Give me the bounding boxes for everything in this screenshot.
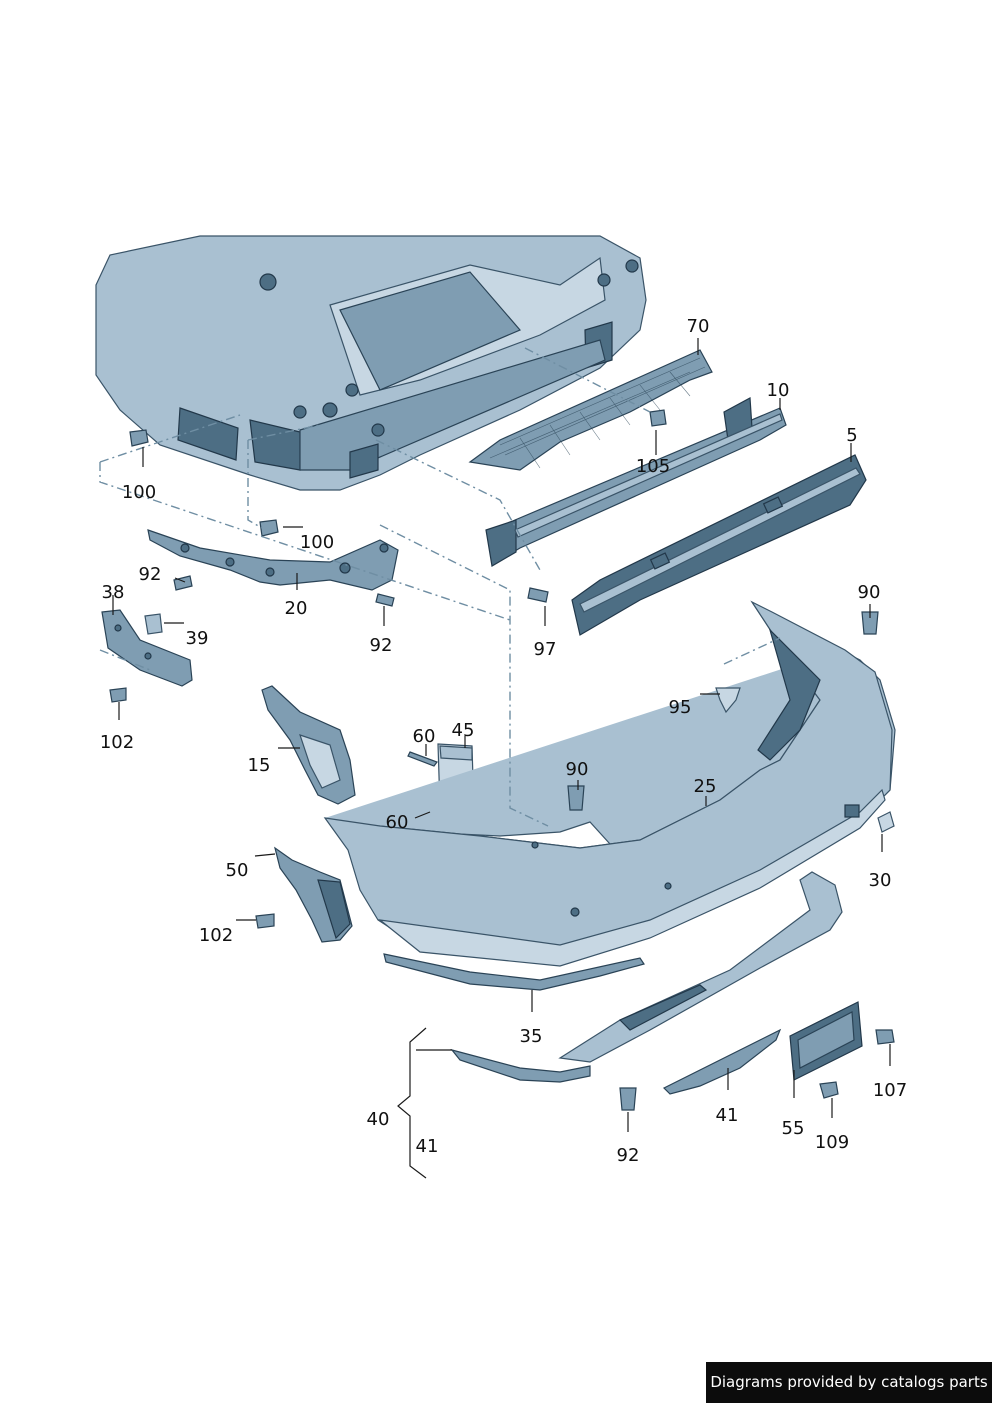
- car-rear-body: [95, 235, 647, 491]
- clip-39: [144, 613, 163, 635]
- part-labels: 70 10 5 105 100 100 92 20 92 38 39 102 9…: [100, 316, 907, 1166]
- bolt-100-a: [129, 429, 149, 447]
- clip-95: [715, 687, 741, 714]
- label-109: 109: [815, 1132, 849, 1153]
- seal-strip-60-upper: [407, 751, 438, 767]
- impact-absorber-5: [571, 454, 867, 636]
- label-35: 35: [520, 1026, 543, 1047]
- bumper-cover-25: [323, 600, 896, 967]
- label-102-b: 102: [199, 925, 233, 946]
- bumper-carrier-10: [485, 397, 787, 567]
- leader-lines: [112, 338, 891, 1179]
- label-45: 45: [452, 720, 475, 741]
- label-5: 5: [846, 425, 857, 446]
- towing-eye-cap-30: [877, 811, 895, 833]
- label-102-a: 102: [100, 732, 134, 753]
- trim-panel-50: [274, 846, 353, 943]
- bolt-107: [875, 1029, 895, 1045]
- label-90-b: 90: [566, 759, 589, 780]
- label-50: 50: [226, 860, 249, 881]
- label-92-a: 92: [139, 564, 162, 585]
- label-60-a: 60: [413, 726, 436, 747]
- label-55: 55: [782, 1118, 805, 1139]
- reinforcement-frame-15: [261, 685, 356, 805]
- label-41-b: 41: [716, 1105, 739, 1126]
- bolt-102-b: [255, 913, 275, 929]
- bolt-92-b: [375, 593, 395, 607]
- label-30: 30: [869, 870, 892, 891]
- bolt-90-b: [567, 785, 585, 811]
- label-38: 38: [102, 582, 125, 603]
- bolt-90-a: [861, 611, 879, 635]
- label-92-c: 92: [617, 1145, 640, 1166]
- label-60-b: 60: [386, 812, 409, 833]
- bolt-97: [527, 587, 549, 603]
- label-39: 39: [186, 628, 209, 649]
- label-95: 95: [669, 697, 692, 718]
- energy-absorber-70: [468, 349, 713, 471]
- clip-109: [819, 1081, 839, 1099]
- bolt-92-c: [619, 1087, 637, 1111]
- label-70: 70: [687, 316, 710, 337]
- label-105: 105: [636, 456, 670, 477]
- trim-strip-35: [383, 953, 645, 991]
- lower-trim-41: [662, 1028, 782, 1095]
- label-10: 10: [767, 380, 790, 401]
- guide-bracket-38: [101, 609, 193, 687]
- label-100-b: 100: [300, 532, 334, 553]
- label-25: 25: [694, 776, 717, 797]
- diffuser-40: [450, 871, 843, 1083]
- label-107: 107: [873, 1080, 907, 1101]
- nut-105: [649, 409, 667, 427]
- footer-credit: Diagrams provided by catalogs parts: [706, 1362, 992, 1403]
- label-100-a: 100: [122, 482, 156, 503]
- fasteners: [109, 409, 895, 1111]
- bolt-102-a: [109, 687, 127, 703]
- label-15: 15: [248, 755, 271, 776]
- label-20: 20: [285, 598, 308, 619]
- label-40: 40: [367, 1109, 390, 1130]
- side-bracket-20: [147, 529, 399, 591]
- label-90-a: 90: [858, 582, 881, 603]
- label-97: 97: [534, 639, 557, 660]
- bolt-100-b: [259, 519, 279, 537]
- assembly-lines: [99, 347, 781, 827]
- license-plate-holder-55: [789, 1001, 863, 1081]
- label-92-b: 92: [370, 635, 393, 656]
- label-41-a: 41: [416, 1136, 439, 1157]
